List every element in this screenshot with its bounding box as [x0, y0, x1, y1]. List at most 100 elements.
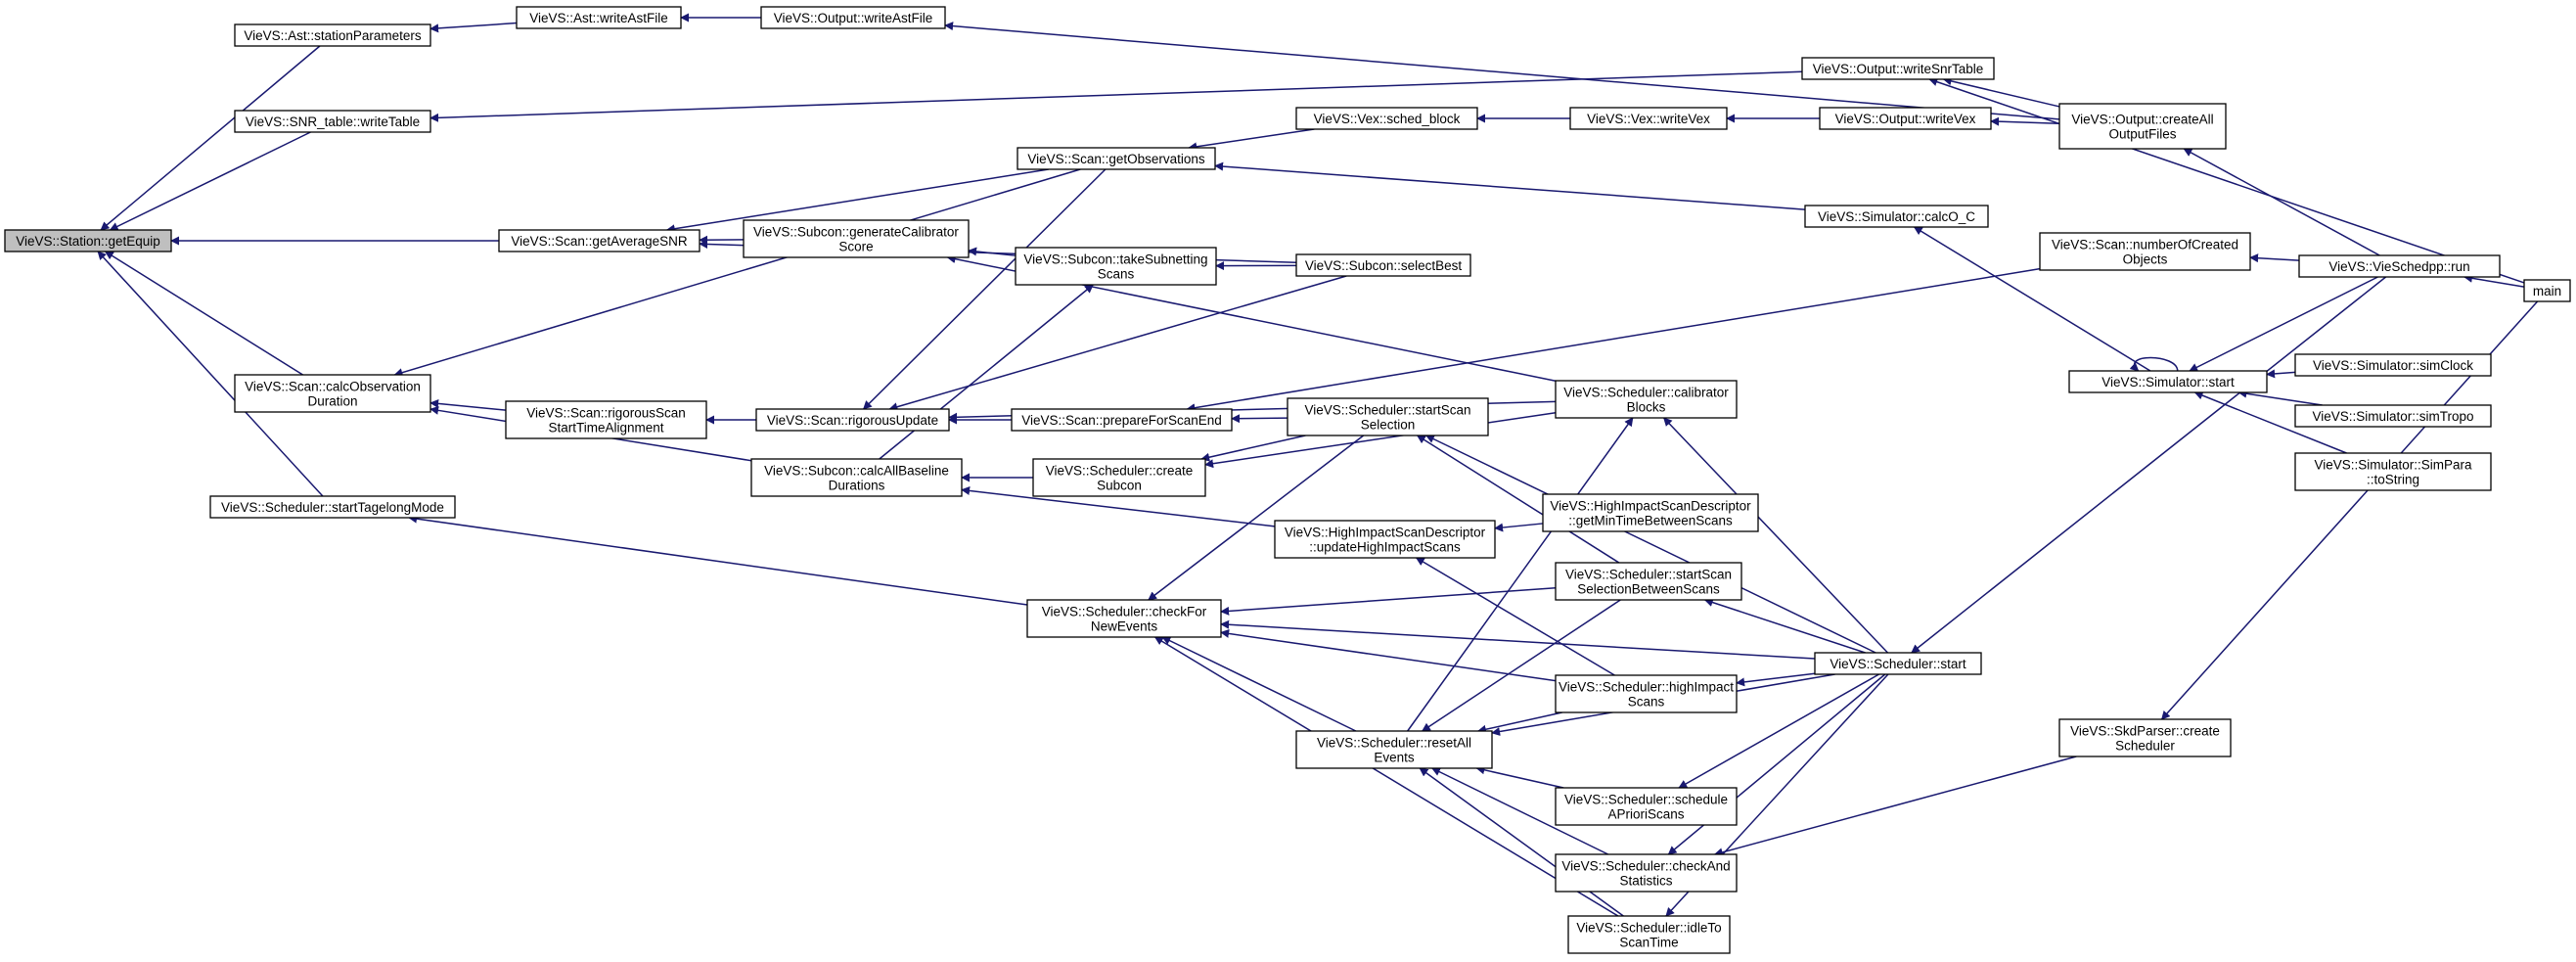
node-getEquip[interactable]: VieVS::Station::getEquip	[4, 229, 172, 252]
node-sched-start[interactable]: VieVS::Scheduler::start	[1814, 652, 1982, 675]
node-box	[2294, 353, 2492, 377]
node-label: VieVS::Scan::numberOfCreated	[2052, 238, 2238, 252]
node-ast-stationParameters[interactable]: VieVS::Ast::stationParameters	[234, 23, 431, 47]
node-label: VieVS::Output::createAll	[2071, 113, 2213, 127]
edge-sched_checkFor-to-sched_startScanSel	[1148, 435, 1365, 601]
node-box	[1569, 107, 1728, 130]
edge-sched_checkAndStats-to-sched_start	[1667, 673, 1886, 855]
node-box	[1011, 408, 1233, 432]
node-scan-getObservations[interactable]: VieVS::Scan::getObservations	[1017, 147, 1216, 170]
node-label: VieVS::SNR_table::writeTable	[246, 115, 420, 129]
node-label: VieVS::Scheduler::create	[1046, 464, 1194, 479]
node-label: VieVS::SkdParser::create	[2070, 724, 2220, 739]
node-box	[1274, 520, 1496, 559]
edge-sched_highImpact-to-sched_start	[1736, 672, 1816, 687]
edge-sched_calBlocks-to-sched_start	[1662, 417, 1889, 654]
node-label: VieVS::Scheduler::schedule	[1564, 793, 1728, 807]
node-sim-start[interactable]: VieVS::Simulator::start	[2068, 370, 2268, 393]
edge-scan_prepareEnd-to-scan_numCreated	[1186, 267, 2041, 413]
edge-out_writeVex-to-out_createAll	[1990, 116, 2060, 126]
node-label: VieVS::VieSchedpp::run	[2328, 259, 2469, 274]
node-label: ::toString	[2367, 473, 2419, 487]
node-hisd-update[interactable]: VieVS::HighImpactScanDescriptor::updateH…	[1274, 520, 1496, 559]
node-label: VieVS::Subcon::takeSubnetting	[1023, 252, 1207, 267]
node-box	[516, 6, 682, 29]
edge-sched_checkFor-to-sched_resetAll	[1161, 636, 1357, 732]
node-label: VieVS::Vex::writeVex	[1587, 112, 1710, 126]
edge-getEquip-to-sched_startTagelong	[97, 251, 324, 497]
node-out-writeSnrTable[interactable]: VieVS::Output::writeSnrTable	[1801, 57, 1995, 80]
edge-sched_startTagelong-to-sched_checkFor	[408, 514, 1028, 606]
node-subcon-selectBest[interactable]: VieVS::Subcon::selectBest	[1295, 253, 1471, 277]
node-label: VieVS::Scan::getObservations	[1027, 152, 1205, 166]
node-hisd-getMin[interactable]: VieVS::HighImpactScanDescriptor::getMinT…	[1542, 493, 1759, 532]
edge-sched_createSubcon-to-sched_startScanSel	[1200, 435, 1306, 462]
edges-layer	[97, 13, 2539, 917]
node-label: ::updateHighImpactScans	[1309, 540, 1461, 555]
node-label: VieVS::Subcon::generateCalibrator	[753, 225, 959, 240]
node-scan-rigorousUpdate[interactable]: VieVS::Scan::rigorousUpdate	[755, 408, 950, 432]
edge-scan_getObservations-to-sim_calcOC	[1214, 161, 1806, 210]
node-sched-startTagelong[interactable]: VieVS::Scheduler::startTagelongMode	[209, 495, 456, 519]
edge-sched_start-to-vieschedpp_run	[1911, 276, 2387, 654]
node-sched-startScanSelBetween[interactable]: VieVS::Scheduler::startScanSelectionBetw…	[1555, 562, 1742, 601]
node-box	[1295, 107, 1478, 130]
node-out-writeAstFile[interactable]: VieVS::Output::writeAstFile	[760, 6, 946, 29]
edge-hisd_update-to-hisd_getMin	[1494, 523, 1544, 532]
node-sim-calcOC[interactable]: VieVS::Simulator::calcO_C	[1804, 205, 1989, 228]
node-main[interactable]: main	[2523, 279, 2571, 302]
node-sim-simClock[interactable]: VieVS::Simulator::simClock	[2294, 353, 2492, 377]
edge-sim_start-to-sim_simClock	[2266, 369, 2296, 379]
node-ast-writeAstFile[interactable]: VieVS::Ast::writeAstFile	[516, 6, 682, 29]
node-box	[1801, 57, 1995, 80]
edge-sched_checkFor-to-sched_startScanSelBetween	[1220, 586, 1557, 616]
node-label: VieVS::Scheduler::resetAll	[1317, 736, 1471, 751]
edge-subcon_calcAllBaseline-to-hisd_update	[961, 486, 1276, 527]
node-out-writeVex[interactable]: VieVS::Output::writeVex	[1819, 107, 1992, 130]
edge-sched_startScanSel-to-sched_start	[1425, 435, 1876, 654]
node-label: Objects	[2123, 252, 2168, 267]
node-label: VieVS::Subcon::calcAllBaseline	[764, 464, 949, 479]
node-label: Duration	[307, 394, 357, 409]
node-label: APrioriScans	[1607, 807, 1684, 822]
edge-sched_startScanSel-to-sched_startScanSelBetween	[1416, 435, 1620, 564]
node-label: VieVS::HighImpactScanDescriptor	[1285, 526, 1486, 540]
node-sim-simParaToString[interactable]: VieVS::Simulator::SimPara::toString	[2294, 452, 2492, 491]
node-vex-schedBlock[interactable]: VieVS::Vex::sched_block	[1295, 107, 1478, 130]
node-label: Events	[1374, 751, 1415, 765]
node-box	[1295, 253, 1471, 277]
node-box	[2058, 718, 2232, 757]
node-label: SelectionBetweenScans	[1577, 582, 1720, 597]
node-box	[1295, 730, 1493, 769]
node-label: VieVS::Scan::calcObservation	[245, 380, 421, 394]
node-scan-getAverageSNR[interactable]: VieVS::Scan::getAverageSNR	[498, 229, 700, 252]
edge-out_writeAstFile-to-out_createAll	[944, 22, 2060, 120]
node-vieschedpp-run[interactable]: VieVS::VieSchedpp::run	[2298, 254, 2501, 278]
node-scan-prepareEnd[interactable]: VieVS::Scan::prepareForScanEnd	[1011, 408, 1233, 432]
node-label: VieVS::Simulator::simTropo	[2312, 409, 2473, 424]
node-label: Durations	[829, 479, 885, 493]
node-label: VieVS::Subcon::selectBest	[1305, 258, 1463, 273]
node-scan-rigorousScan[interactable]: VieVS::Scan::rigorousScanStartTimeAlignm…	[505, 400, 707, 439]
edge-sched_resetAll-to-sched_startScanSelBetween	[1421, 599, 1621, 732]
node-snr-writeTable[interactable]: VieVS::SNR_table::writeTable	[234, 110, 431, 133]
node-vex-writeVex[interactable]: VieVS::Vex::writeVex	[1569, 107, 1728, 130]
edge-sim_start-to-sim_simTropo	[2237, 389, 2323, 406]
node-sim-simTropo[interactable]: VieVS::Simulator::simTropo	[2294, 404, 2492, 428]
